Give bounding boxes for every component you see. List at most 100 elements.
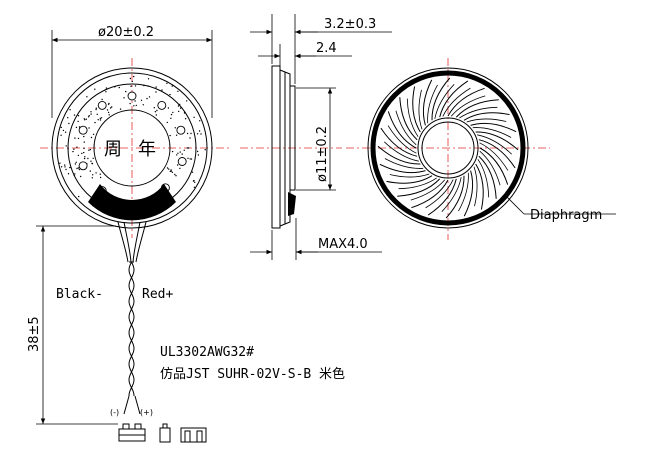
speckle-dot [200,133,202,135]
diaphragm-rib-edge [410,179,446,201]
speckle-dot [169,134,171,137]
vent-hole [97,100,107,110]
speckle-dot [198,130,201,132]
speckle-dot [104,89,107,91]
connector-spec-label: 仿品JST SUHR-02V-S-B 米色 [160,366,345,382]
speckle-dot [171,171,174,173]
speckle-dot [83,135,85,138]
speckle-dot [99,173,102,175]
speckle-dot [143,84,145,87]
connector-top-body [180,427,207,443]
diaphragm-rib [475,163,484,210]
diaphragm-rib [411,179,449,209]
front-center-text-left: 周 [104,139,122,160]
speckle-dot [77,137,80,140]
diaphragm-rib [380,127,418,157]
vent-hole [78,125,88,135]
speckle-dot [94,121,96,124]
speckle-dot [184,118,187,120]
speckle-dot [134,100,136,102]
twisted-wire-strand-b [128,261,135,397]
diaphragm-rib-edge [384,158,424,169]
speckle-dot [177,164,179,166]
speckle-dot [183,149,185,151]
speckle-dot [69,109,71,111]
diaphragm-rib-edge [450,95,486,117]
speckle-dot [174,127,176,129]
speckle-dot [67,173,70,175]
speckle-dot [196,133,199,135]
diaphragm-rib-edge [395,110,417,146]
diaphragm-rib [386,175,433,184]
speckle-dot [179,167,181,170]
front-center-label-circle [93,109,171,187]
diaphragm-rib [455,99,499,118]
diaphragm-rib-edge [418,89,423,130]
speckle-dot [92,133,95,135]
speckle-dot [179,151,181,153]
speckle-dot [155,114,157,116]
back-thick-ring [370,70,526,226]
back-view: Diaphragm [346,58,616,240]
speckle-dot [193,179,195,182]
speckle-dot [64,131,67,133]
speckle-dot [123,97,125,99]
diaphragm-rib-edge [398,177,437,190]
diaphragm-rib [439,80,469,118]
speckle-dot [87,157,89,160]
speckle-dot [125,90,127,93]
speckle-dot [83,157,86,160]
speckle-dot [184,111,186,114]
diaphragm-rib [431,77,451,121]
wire-twisted-pair [128,261,135,397]
diaphragm-rib-edge [441,177,462,212]
wire-red-upper-inner [132,221,141,263]
speckle-dot [113,86,116,88]
diaphragm-rib-edge [473,166,478,207]
speckle-dot [131,80,133,83]
speckle-dot [108,102,110,105]
speckle-dot [99,117,102,120]
side-body-thickness-label: 2.4 [316,41,337,56]
connector-pin-right [134,423,142,430]
speckle-dot [99,176,102,179]
diaphragm-rib-edge [472,127,512,138]
speckle-dot [148,96,151,98]
speckle-dot [171,85,173,87]
speckle-dot [83,147,85,150]
side-overall-thickness-label: 3.2±0.3 [324,17,376,32]
speckle-dot [177,90,179,93]
speckle-dot [178,110,180,113]
front-view: 周 年 ø20±0.2 [40,25,232,238]
diaphragm-rib [422,79,433,126]
connector-side-latch [162,423,168,429]
speckle-dot [101,98,103,101]
side-back-cup [289,85,296,191]
speckle-dot [59,162,61,164]
speckle-dot [135,104,137,107]
vent-hole [78,161,88,171]
speckle-dot [73,174,76,177]
speckle-dot [179,103,181,106]
vent-hole [177,157,187,166]
speckle-dot [166,121,168,124]
front-center-text-right: 年 [138,139,156,160]
speckle-dot [89,148,92,151]
back-outer-rim [367,67,529,229]
diaphragm-rib-edge [477,159,490,198]
wire-black-upper [117,221,129,263]
speckle-dot [90,111,92,113]
speckle-dot [134,85,137,87]
diaphragm-rib [447,87,485,117]
diaphragm-rib-edge [459,106,498,119]
speckle-dot [199,120,201,122]
diaphragm-rib [387,111,417,149]
speckle-dot [89,170,92,172]
diaphragm-rib-edge [389,173,430,178]
diaphragm-rib [445,175,465,219]
red-wire-label: Red+ [142,287,173,302]
diaphragm-rib [475,131,519,151]
diaphragm-rib [463,170,474,217]
speckle-dot [95,107,98,109]
speckle-dot [154,111,157,113]
